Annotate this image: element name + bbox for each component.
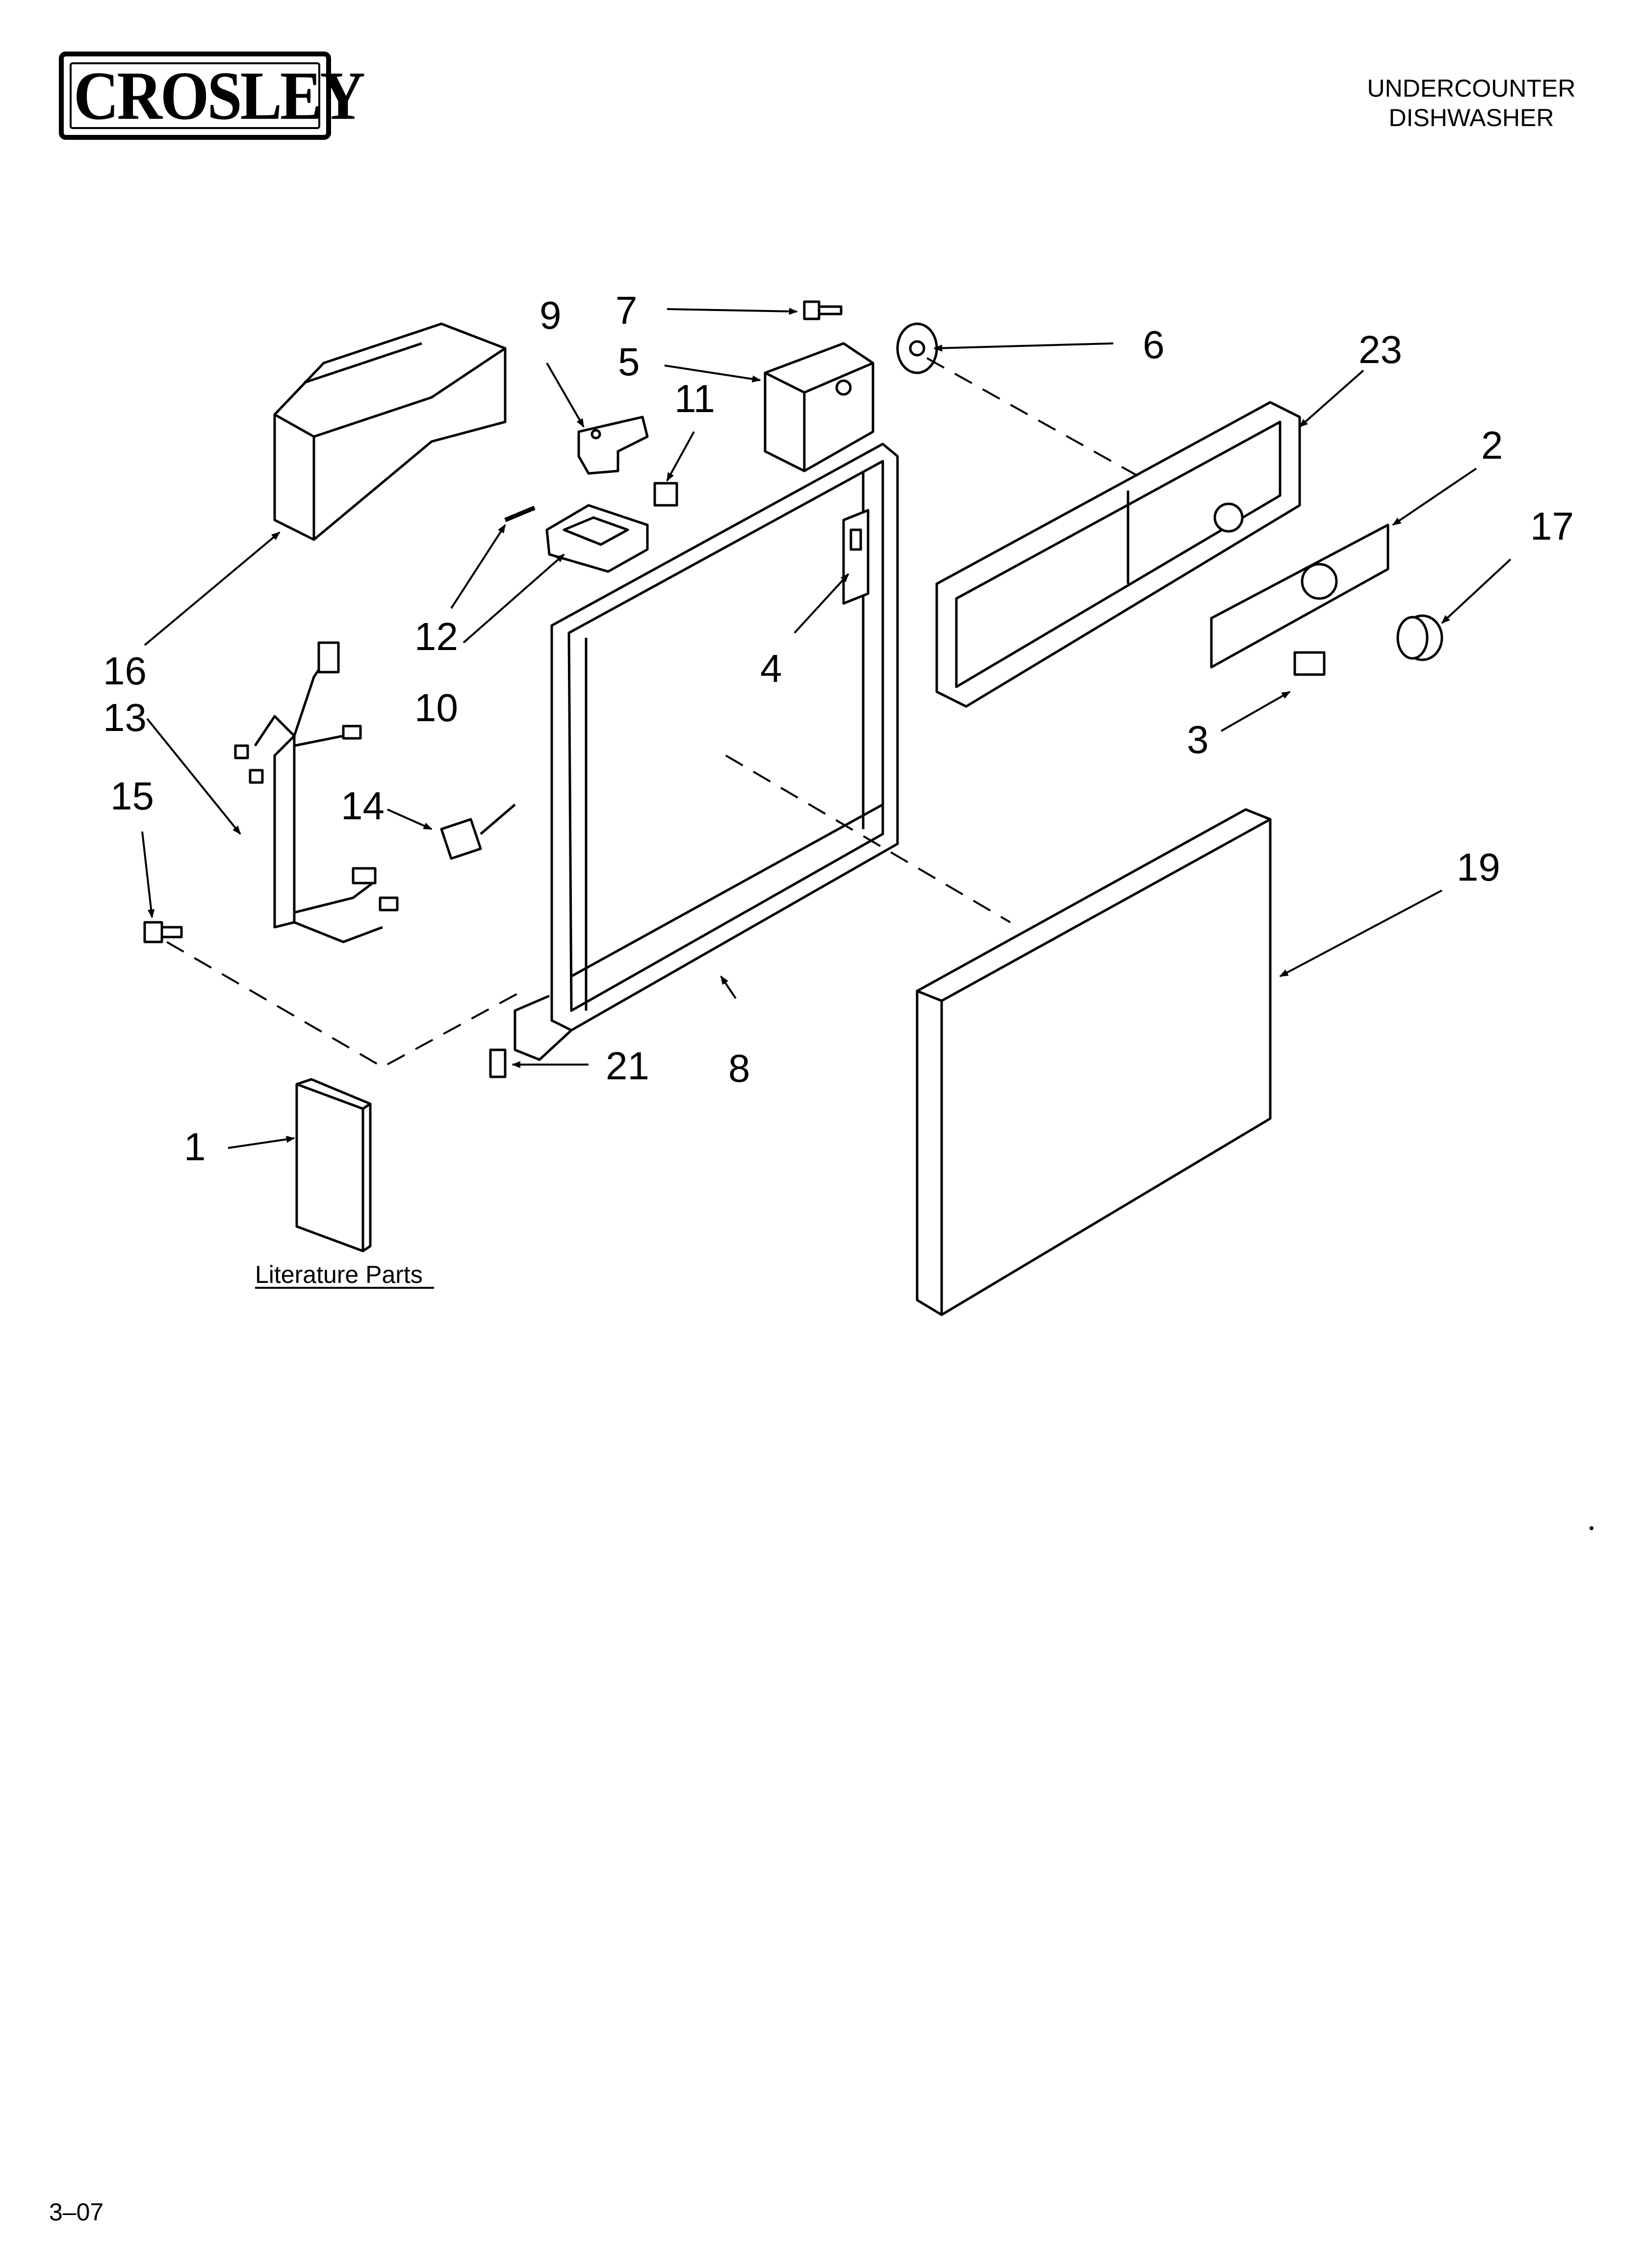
- page-footer: 3–07: [49, 2198, 104, 2226]
- part-3-switch: [1293, 651, 1326, 676]
- brand-logo: CROSLEY: [74, 57, 365, 134]
- callout-11: 11: [674, 377, 715, 420]
- part-21-clip: [489, 1048, 507, 1078]
- callout-16: 16: [103, 649, 147, 693]
- part-10-housing: [545, 504, 649, 573]
- part-15-screw: [143, 921, 183, 943]
- part-12-strip: [504, 505, 536, 522]
- callout-4: 4: [760, 647, 782, 690]
- part-11-switch: [653, 482, 678, 507]
- part-9-bracket: [577, 416, 649, 475]
- callout-5: 5: [618, 340, 640, 384]
- callout-13: 13: [103, 696, 147, 739]
- callout-17: 17: [1530, 504, 1574, 548]
- part-19-panel: [916, 808, 1272, 1316]
- header-line-1: UNDERCOUNTER: [1367, 75, 1576, 102]
- part-6-dial: [896, 322, 938, 374]
- part-17-knob: [1396, 614, 1443, 661]
- part-5-timer: [764, 342, 874, 472]
- callout-3: 3: [1187, 718, 1209, 761]
- door-frame: [513, 443, 899, 1061]
- brand-logo-frame: [59, 52, 331, 140]
- callout-6: 6: [1143, 323, 1165, 366]
- part-7-screw: [803, 300, 843, 320]
- part-14-switch: [440, 804, 516, 860]
- stray-mark: [1590, 1526, 1593, 1530]
- part-16-cover: [273, 322, 507, 541]
- header-line-2: DISHWASHER: [1388, 104, 1554, 131]
- callout-2: 2: [1481, 423, 1503, 467]
- callout-9: 9: [539, 293, 562, 337]
- callout-7: 7: [616, 288, 638, 332]
- part-23-console: [935, 401, 1301, 708]
- callout-8: 8: [728, 1046, 750, 1090]
- part-2-overlay: [1210, 523, 1389, 669]
- callout-19: 19: [1457, 845, 1500, 889]
- part-4-latch: [842, 509, 870, 605]
- literature-parts-label: Literature Parts: [255, 1261, 423, 1288]
- callout-12: 12: [414, 615, 458, 658]
- callout-10: 10: [414, 686, 458, 730]
- callout-15: 15: [110, 774, 154, 818]
- part-1-literature: [295, 1078, 372, 1252]
- callout-1: 1: [184, 1125, 206, 1169]
- callout-23: 23: [1359, 328, 1402, 371]
- callout-14: 14: [341, 784, 385, 828]
- callout-21: 21: [606, 1044, 649, 1088]
- part-13-harness: [234, 641, 399, 943]
